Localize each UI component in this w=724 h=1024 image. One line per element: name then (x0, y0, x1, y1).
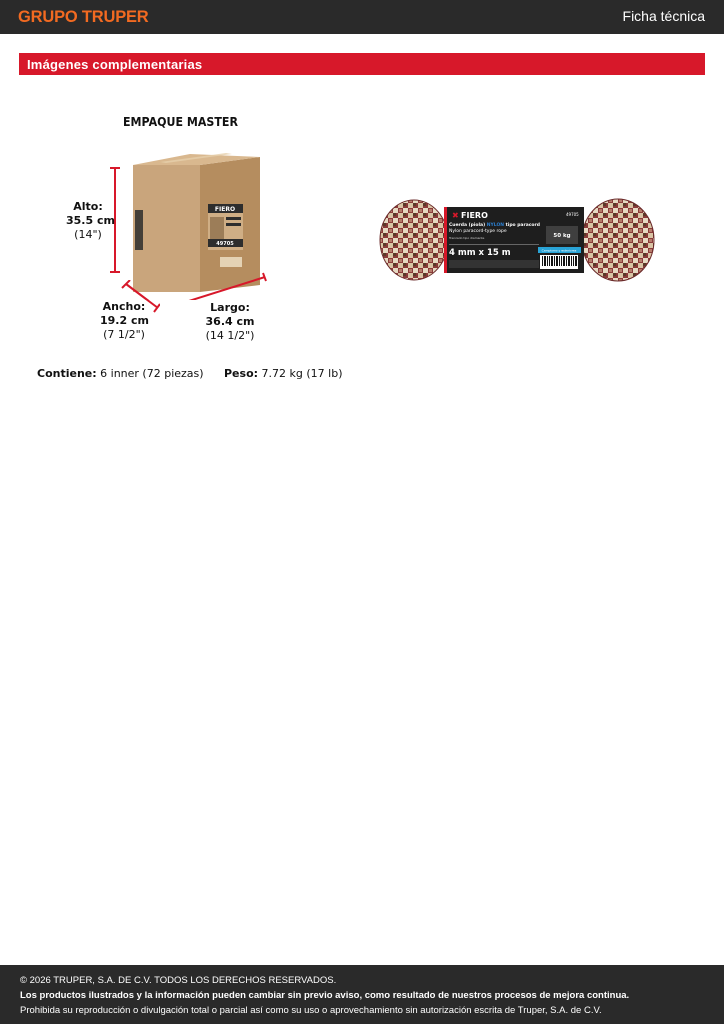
width-dimension: Ancho: 19.2 cm (7 1/2") (100, 300, 149, 342)
product-size: 4 mm x 15 m (449, 248, 511, 258)
document-type-label: Ficha técnica (622, 8, 705, 24)
weight-label: Peso: (224, 367, 259, 380)
footer: © 2026 TRUPER, S.A. DE C.V. TODOS LOS DE… (0, 965, 724, 1024)
product-name-highlight: NYLON (487, 222, 505, 228)
weight-value: 7.72 kg (17 lb) (261, 367, 343, 380)
contains-info: Contiene: 6 inner (72 piezas) (37, 367, 204, 380)
master-box-image: FIERO 49705 (110, 153, 267, 311)
footer-copyright: © 2026 TRUPER, S.A. DE C.V. TODOS LOS DE… (20, 975, 337, 986)
section-header: Imágenes complementarias (19, 53, 705, 75)
height-dimension: Alto: 35.5 cm (14") (66, 200, 115, 242)
svg-text:✖: ✖ (452, 211, 459, 220)
product-load: 50 kg (553, 233, 570, 239)
section-title: Imágenes complementarias (27, 57, 203, 72)
product-brand: FIERO (461, 211, 488, 220)
length-label: Largo: (210, 301, 250, 314)
length-dimension: Largo: 36.4 cm (14 1/2") (204, 301, 256, 343)
width-label: Ancho: (102, 300, 146, 313)
master-pack-diagram: FIERO 49705 (60, 140, 280, 311)
product-strip: Campismo y exteriores (542, 249, 577, 253)
length-imperial: (14 1/2") (205, 329, 255, 342)
height-imperial: (14") (74, 228, 102, 241)
footer-notice: Los productos ilustrados y la informació… (20, 990, 630, 1001)
product-braid: Trenzado tipo diamante (448, 236, 485, 240)
box-brand-text: FIERO (215, 206, 235, 213)
box-code-text: 49705 (216, 241, 234, 247)
contains-label: Contiene: (37, 367, 97, 380)
contains-value: 6 inner (72 piezas) (100, 367, 204, 380)
footer-prohibition: Prohibida su reproducción o divulgación … (20, 1005, 602, 1016)
top-bar: GRUPO TRUPER Ficha técnica (0, 0, 724, 34)
brand-logo[interactable]: GRUPO TRUPER (18, 8, 149, 26)
height-label: Alto: (73, 200, 103, 213)
product-name-prefix: Cuerda (piola) (449, 222, 485, 228)
width-metric: 19.2 cm (100, 314, 149, 327)
width-imperial: (7 1/2") (103, 328, 145, 341)
weight-info: Peso: 7.72 kg (17 lb) (224, 367, 342, 380)
product-name-en: Nylon paracord-type rope (449, 228, 507, 234)
length-metric: 36.4 cm (205, 315, 255, 328)
product-image: ✖ FIERO 49705 Cuerda (piola) NYLON tipo … (379, 198, 655, 282)
master-pack-title: EMPAQUE MASTER (123, 115, 238, 129)
product-name-suffix: tipo paracord (506, 222, 540, 228)
width-arrow (121, 280, 160, 313)
height-metric: 35.5 cm (66, 214, 115, 227)
svg-text:Cuerda (piola) NYLON t: Cuerda (piola) NYLON tipo paracord (449, 222, 540, 228)
product-code: 49705 (566, 212, 579, 217)
